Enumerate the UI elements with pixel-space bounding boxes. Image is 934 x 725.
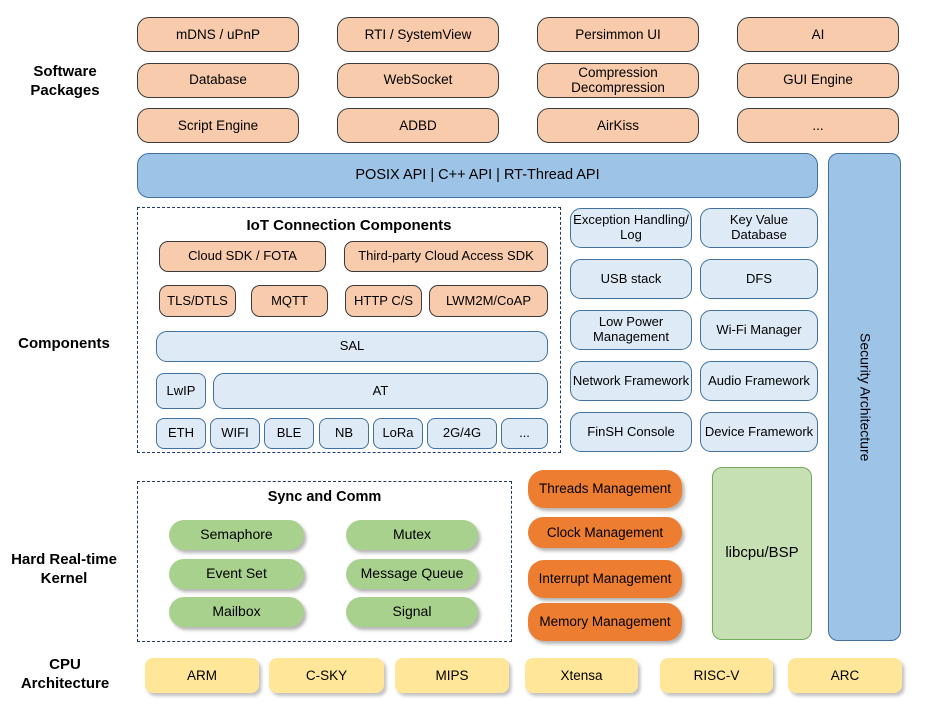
iot-box-at: AT bbox=[213, 373, 548, 409]
iot-box-protocol: TLS/DTLS bbox=[159, 285, 236, 317]
package-box: RTI / SystemView bbox=[337, 17, 499, 52]
iot-link-box: LoRa bbox=[373, 418, 423, 449]
package-box: ADBD bbox=[337, 108, 499, 143]
iot-box-lwip: LwIP bbox=[156, 373, 206, 409]
kernel-ipc-box: Signal bbox=[346, 597, 478, 627]
kernel-ipc-box: Semaphore bbox=[169, 520, 304, 550]
package-box: Persimmon UI bbox=[537, 17, 699, 52]
kernel-management-box: Memory Management bbox=[528, 603, 682, 641]
service-box: FinSH Console bbox=[570, 412, 692, 452]
iot-box-protocol: HTTP C/S bbox=[345, 285, 422, 317]
service-box: Low Power Management bbox=[570, 310, 692, 350]
package-box: WebSocket bbox=[337, 62, 499, 98]
kernel-management-box: Interrupt Management bbox=[528, 560, 682, 598]
security-architecture-bar: Security Architecture bbox=[828, 153, 901, 641]
software-packages-grid: mDNS / uPnP RTI / SystemView Persimmon U… bbox=[137, 17, 899, 143]
iot-link-box: 2G/4G bbox=[427, 418, 497, 449]
package-box: AI bbox=[737, 17, 899, 52]
kernel-ipc-box: Mutex bbox=[346, 520, 478, 550]
component-services-grid: Exception Handling/ Log Key Value Databa… bbox=[570, 208, 818, 452]
sync-group-title: Sync and Comm bbox=[267, 489, 382, 505]
service-box: Key Value Database bbox=[700, 208, 818, 248]
iot-link-box: ... bbox=[501, 418, 548, 449]
iot-link-box: WIFI bbox=[210, 418, 260, 449]
service-box: Audio Framework bbox=[700, 361, 818, 401]
cpu-arch-box: C-SKY bbox=[269, 658, 384, 693]
sync-and-comm-group: Sync and Comm Semaphore Mutex Event Set … bbox=[137, 481, 512, 642]
cpu-arch-box: ARC bbox=[788, 658, 902, 693]
iot-box-cloud-sdk: Cloud SDK / FOTA bbox=[159, 241, 326, 272]
kernel-management-box: Threads Management bbox=[528, 470, 682, 508]
cpu-arch-box: RISC-V bbox=[660, 658, 773, 693]
service-box: Exception Handling/ Log bbox=[570, 208, 692, 248]
service-box: Network Framework bbox=[570, 361, 692, 401]
kernel-ipc-box: Mailbox bbox=[169, 597, 304, 627]
package-box: AirKiss bbox=[537, 108, 699, 143]
section-label-cpu: CPU Architecture bbox=[20, 656, 110, 692]
service-box: Device Framework bbox=[700, 412, 818, 452]
kernel-ipc-box: Event Set bbox=[169, 558, 304, 589]
cpu-arch-box: Xtensa bbox=[525, 658, 638, 693]
section-label-kernel: Hard Real-time Kernel bbox=[11, 551, 117, 587]
package-box: ... bbox=[737, 108, 899, 143]
service-box: DFS bbox=[700, 259, 818, 299]
iot-box-third-party-sdk: Third-party Cloud Access SDK bbox=[344, 241, 548, 272]
package-box: Script Engine bbox=[137, 108, 299, 143]
service-box: USB stack bbox=[570, 259, 692, 299]
package-box: GUI Engine bbox=[737, 62, 899, 98]
iot-group-title: IoT Connection Components bbox=[246, 217, 452, 234]
package-box: Database bbox=[137, 62, 299, 98]
iot-box-protocol: MQTT bbox=[251, 285, 328, 317]
iot-box-protocol: LWM2M/CoAP bbox=[429, 285, 548, 317]
iot-link-box: NB bbox=[319, 418, 369, 449]
iot-connection-components-group: IoT Connection Components Cloud SDK / FO… bbox=[137, 207, 561, 453]
section-label-components: Components bbox=[18, 335, 110, 352]
package-box: mDNS / uPnP bbox=[137, 17, 299, 52]
iot-link-box: BLE bbox=[264, 418, 314, 449]
package-box: Compression Decompression bbox=[537, 62, 699, 98]
cpu-arch-box: MIPS bbox=[395, 658, 509, 693]
service-box: Wi-Fi Manager bbox=[700, 310, 818, 350]
cpu-arch-box: ARM bbox=[145, 658, 259, 693]
sync-grid: Semaphore Mutex Event Set Message Queue … bbox=[169, 520, 478, 627]
iot-link-box: ETH bbox=[156, 418, 206, 449]
libcpu-bsp-box: libcpu/BSP bbox=[712, 467, 812, 640]
kernel-ipc-box: Message Queue bbox=[346, 558, 478, 589]
api-layer-bar: POSIX API | C++ API | RT-Thread API bbox=[137, 153, 818, 198]
iot-box-sal: SAL bbox=[156, 331, 548, 362]
section-label-software-packages: Software Packages bbox=[30, 63, 100, 99]
kernel-management-box: Clock Management bbox=[528, 517, 682, 548]
